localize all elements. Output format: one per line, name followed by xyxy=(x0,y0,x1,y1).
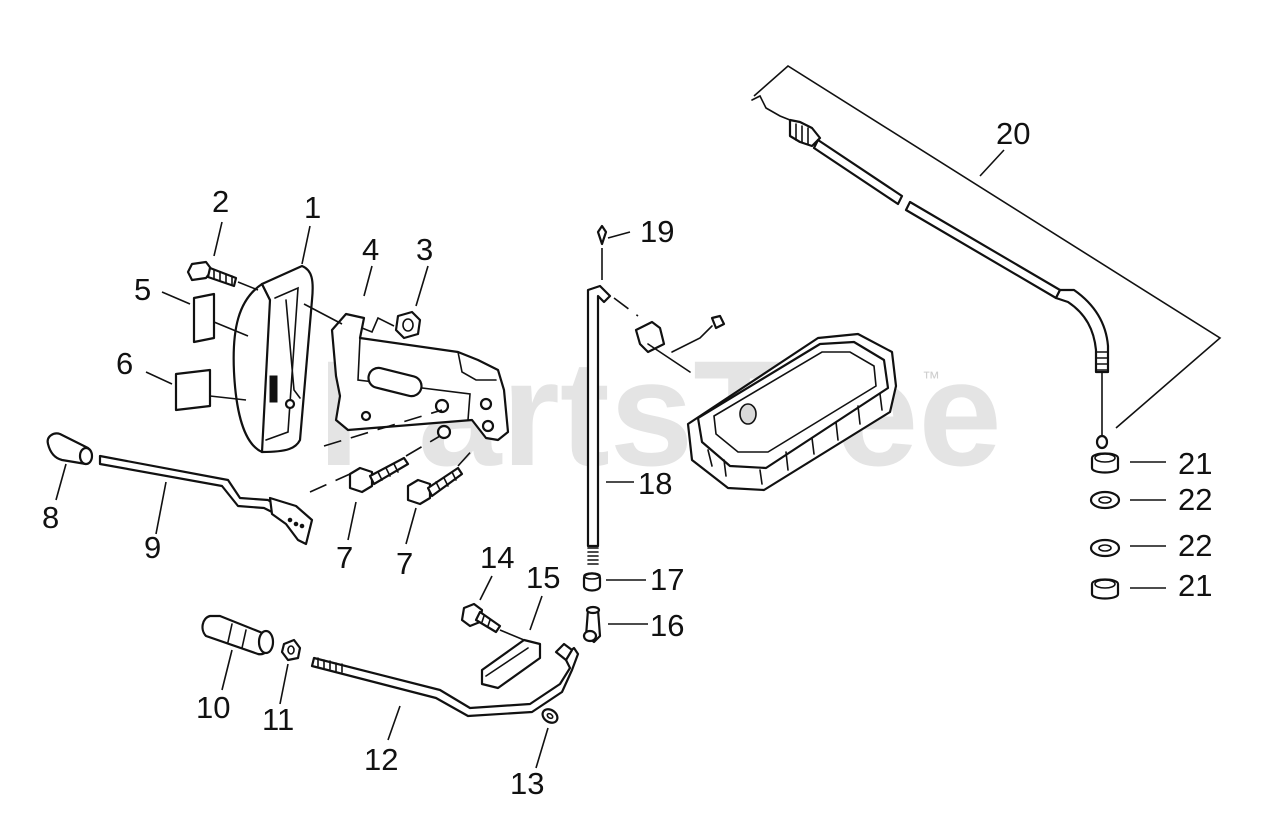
part-7-bolts xyxy=(309,409,477,506)
callout-21b: 21 xyxy=(1178,568,1212,603)
callout-20: 20 xyxy=(996,116,1030,151)
part-14-bolt xyxy=(460,602,525,641)
part-16-pin xyxy=(582,605,602,644)
callout-21a: 21 xyxy=(1178,446,1212,481)
callout-7b: 7 xyxy=(396,546,413,581)
callout-15: 15 xyxy=(526,560,560,595)
part-2-bolt xyxy=(186,260,259,291)
callout-19: 19 xyxy=(640,214,674,249)
part-1-cover xyxy=(232,264,314,454)
callout-4: 4 xyxy=(362,232,379,267)
part-8-knob xyxy=(46,432,94,466)
part-17-grommet xyxy=(582,572,602,592)
part-22-washer-upper xyxy=(1089,490,1166,510)
callout-9: 9 xyxy=(144,530,161,565)
callout-17: 17 xyxy=(650,562,684,597)
leader-lines xyxy=(55,221,648,769)
callout-2: 2 xyxy=(212,184,229,219)
part-22-washer-lower xyxy=(1089,538,1166,558)
part-12-rod xyxy=(310,642,580,718)
callout-10: 10 xyxy=(196,690,230,725)
callout-11: 11 xyxy=(262,702,294,737)
part-11-nut xyxy=(280,638,302,662)
part-21-nut-lower xyxy=(1090,578,1166,600)
callout-3: 3 xyxy=(416,232,433,267)
part-3-nut xyxy=(361,310,422,340)
callout-16: 16 xyxy=(650,608,684,643)
part-19-clip xyxy=(596,224,608,280)
callout-7a: 7 xyxy=(336,540,353,575)
callouts: 1 2 3 4 5 6 7 7 8 9 10 11 12 13 14 15 16… xyxy=(42,116,1212,801)
part-5-decal xyxy=(192,292,249,344)
callout-1: 1 xyxy=(304,190,321,225)
part-9-lever xyxy=(98,454,314,546)
part-6-decal xyxy=(174,368,247,412)
part-21-nut-upper xyxy=(1090,452,1166,474)
part-18-rod xyxy=(586,284,639,565)
callout-8: 8 xyxy=(42,500,59,535)
callout-22a: 22 xyxy=(1178,482,1212,517)
part-20-cable xyxy=(751,65,1222,450)
callout-12: 12 xyxy=(364,742,398,777)
callout-5: 5 xyxy=(134,272,151,307)
part-10-grip xyxy=(201,614,275,656)
trademark-symbol: ™ xyxy=(922,368,940,388)
callout-13: 13 xyxy=(510,766,544,801)
part-15-plate xyxy=(480,638,542,690)
callout-14: 14 xyxy=(480,540,514,575)
housing-assembly xyxy=(634,314,898,492)
callout-18: 18 xyxy=(638,466,672,501)
callout-22b: 22 xyxy=(1178,528,1212,563)
part-13-nut xyxy=(541,708,559,724)
part-4-bracket xyxy=(303,303,510,442)
callout-6: 6 xyxy=(116,346,133,381)
